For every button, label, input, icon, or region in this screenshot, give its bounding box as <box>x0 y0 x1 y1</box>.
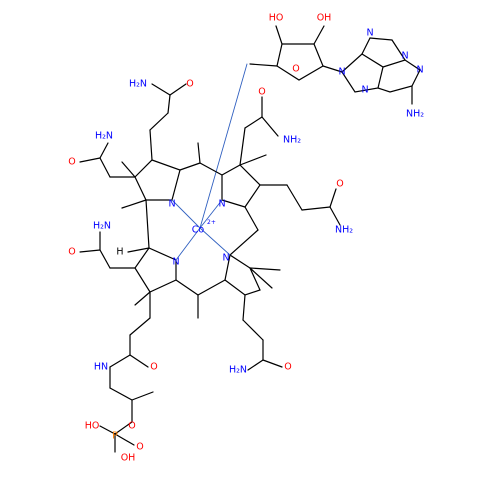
phosphate-oxygen: O <box>136 442 143 453</box>
amide-1-oxygen: O <box>186 79 193 90</box>
adenine-n-label: N <box>416 65 423 76</box>
phosphorus-label: P <box>112 431 118 442</box>
ring-a-nitrogen: N <box>168 199 175 210</box>
amide-3-nitrogen: NH₂ <box>283 135 301 146</box>
phosphate-hydroxyl-1: HO <box>85 421 100 432</box>
ring-b-nitrogen: N <box>218 199 225 210</box>
adenine-n9-label: N <box>338 67 345 78</box>
ring-d-nitrogen: N <box>172 257 179 268</box>
hydroxyl-label-1: HO <box>269 13 284 24</box>
amide-4-oxygen: O <box>336 179 343 190</box>
amide-2-nitrogen: H₂N <box>95 131 113 142</box>
bond-layer <box>79 25 421 453</box>
ribose-oxygen-label: O <box>292 64 299 75</box>
hydroxyl-label-2: OH <box>317 13 332 24</box>
adenine-n1-label: N <box>366 28 373 39</box>
amide-2-oxygen: O <box>68 157 75 168</box>
amide-5-oxygen: O <box>68 247 75 258</box>
adenine-n3-label: N <box>401 51 408 62</box>
secondary-amine-label: HN <box>94 362 108 373</box>
ring-c-nitrogen: N <box>222 253 229 264</box>
amide-4-nitrogen: NH₂ <box>335 225 353 236</box>
amide-3-oxygen: O <box>258 87 265 98</box>
ester-oxygen-label: O <box>128 421 135 432</box>
stereo-hydrogen: H <box>116 247 123 258</box>
adenine-n7-label: N <box>361 85 368 96</box>
atom-labels: HO OH O N N N N N NH₂ H₂N O H₂N O O NH₂ … <box>68 13 424 464</box>
cobalt-label: Co <box>192 225 205 236</box>
amide-1-nitrogen: H₂N <box>129 79 147 90</box>
phosphate-hydroxyl-2: OH <box>121 453 136 464</box>
adenine-amine-label: NH₂ <box>406 109 424 120</box>
amide-6-nitrogen: H₂N <box>229 365 247 376</box>
cobalt-charge: 2+ <box>207 219 216 226</box>
amide-6-oxygen: O <box>284 362 291 373</box>
amide-7-oxygen: O <box>150 362 157 373</box>
amide-5-nitrogen: H₂N <box>93 221 111 232</box>
